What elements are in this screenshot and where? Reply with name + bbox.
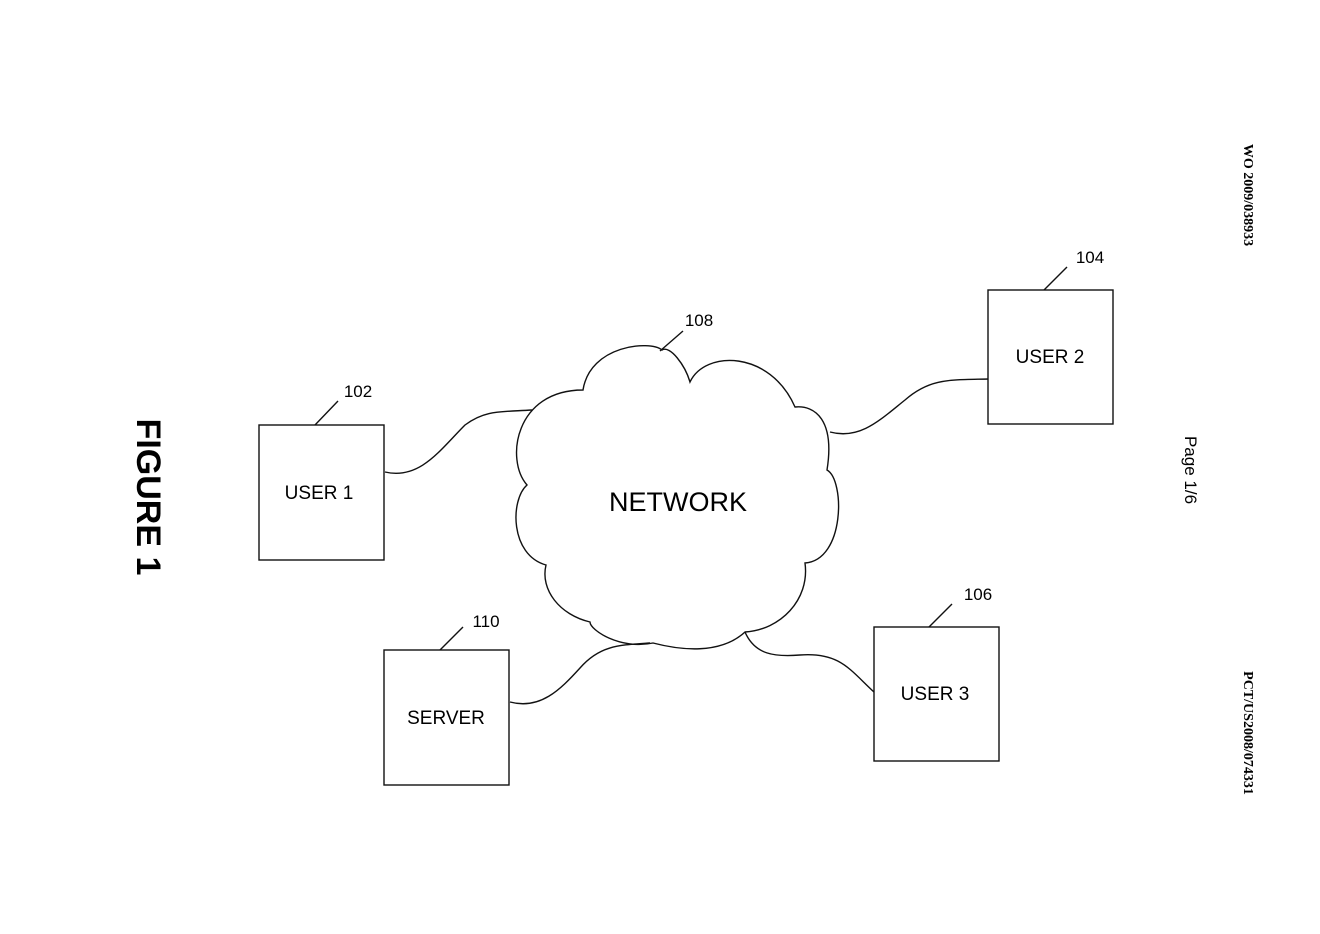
node-user2: USER 2 104 <box>987 248 1114 425</box>
cloud-outline <box>515 345 840 650</box>
node-server: SERVER 110 <box>383 612 510 786</box>
user3-ref-leader <box>928 603 953 628</box>
application-number: PCT/US2008/074331 <box>1240 671 1255 795</box>
node-user1: USER 1 102 <box>258 382 385 561</box>
user3-ref-number: 106 <box>964 585 992 604</box>
edge-user3-network <box>744 631 875 693</box>
user2-ref-leader <box>1043 266 1068 291</box>
user1-label: USER 1 <box>285 483 354 504</box>
server-box <box>383 649 510 786</box>
user1-ref-leader <box>314 400 339 426</box>
server-label: SERVER <box>407 708 485 729</box>
network-cloud: NETWORK 108 <box>515 311 840 650</box>
edge-user2-network <box>829 378 990 435</box>
user2-box <box>987 289 1114 425</box>
user1-box <box>258 424 385 561</box>
user2-label: USER 2 <box>1016 347 1085 368</box>
publication-number: WO 2009/038933 <box>1240 144 1255 246</box>
network-ref-leader <box>659 330 684 352</box>
server-ref-number: 110 <box>472 612 499 631</box>
network-label: NETWORK <box>609 487 747 517</box>
user1-ref-number: 102 <box>344 382 372 401</box>
user3-label: USER 3 <box>901 684 970 705</box>
user2-ref-number: 104 <box>1076 248 1104 267</box>
edge-user1-network <box>384 409 533 474</box>
figure-title: FIGURE 1 <box>129 419 167 576</box>
edge-server-network <box>509 642 651 705</box>
node-user3: USER 3 106 <box>873 585 1000 762</box>
user3-box <box>873 626 1000 762</box>
network-ref-number: 108 <box>685 311 713 330</box>
server-ref-leader <box>439 626 464 651</box>
page-number: Page 1/6 <box>1181 436 1200 504</box>
